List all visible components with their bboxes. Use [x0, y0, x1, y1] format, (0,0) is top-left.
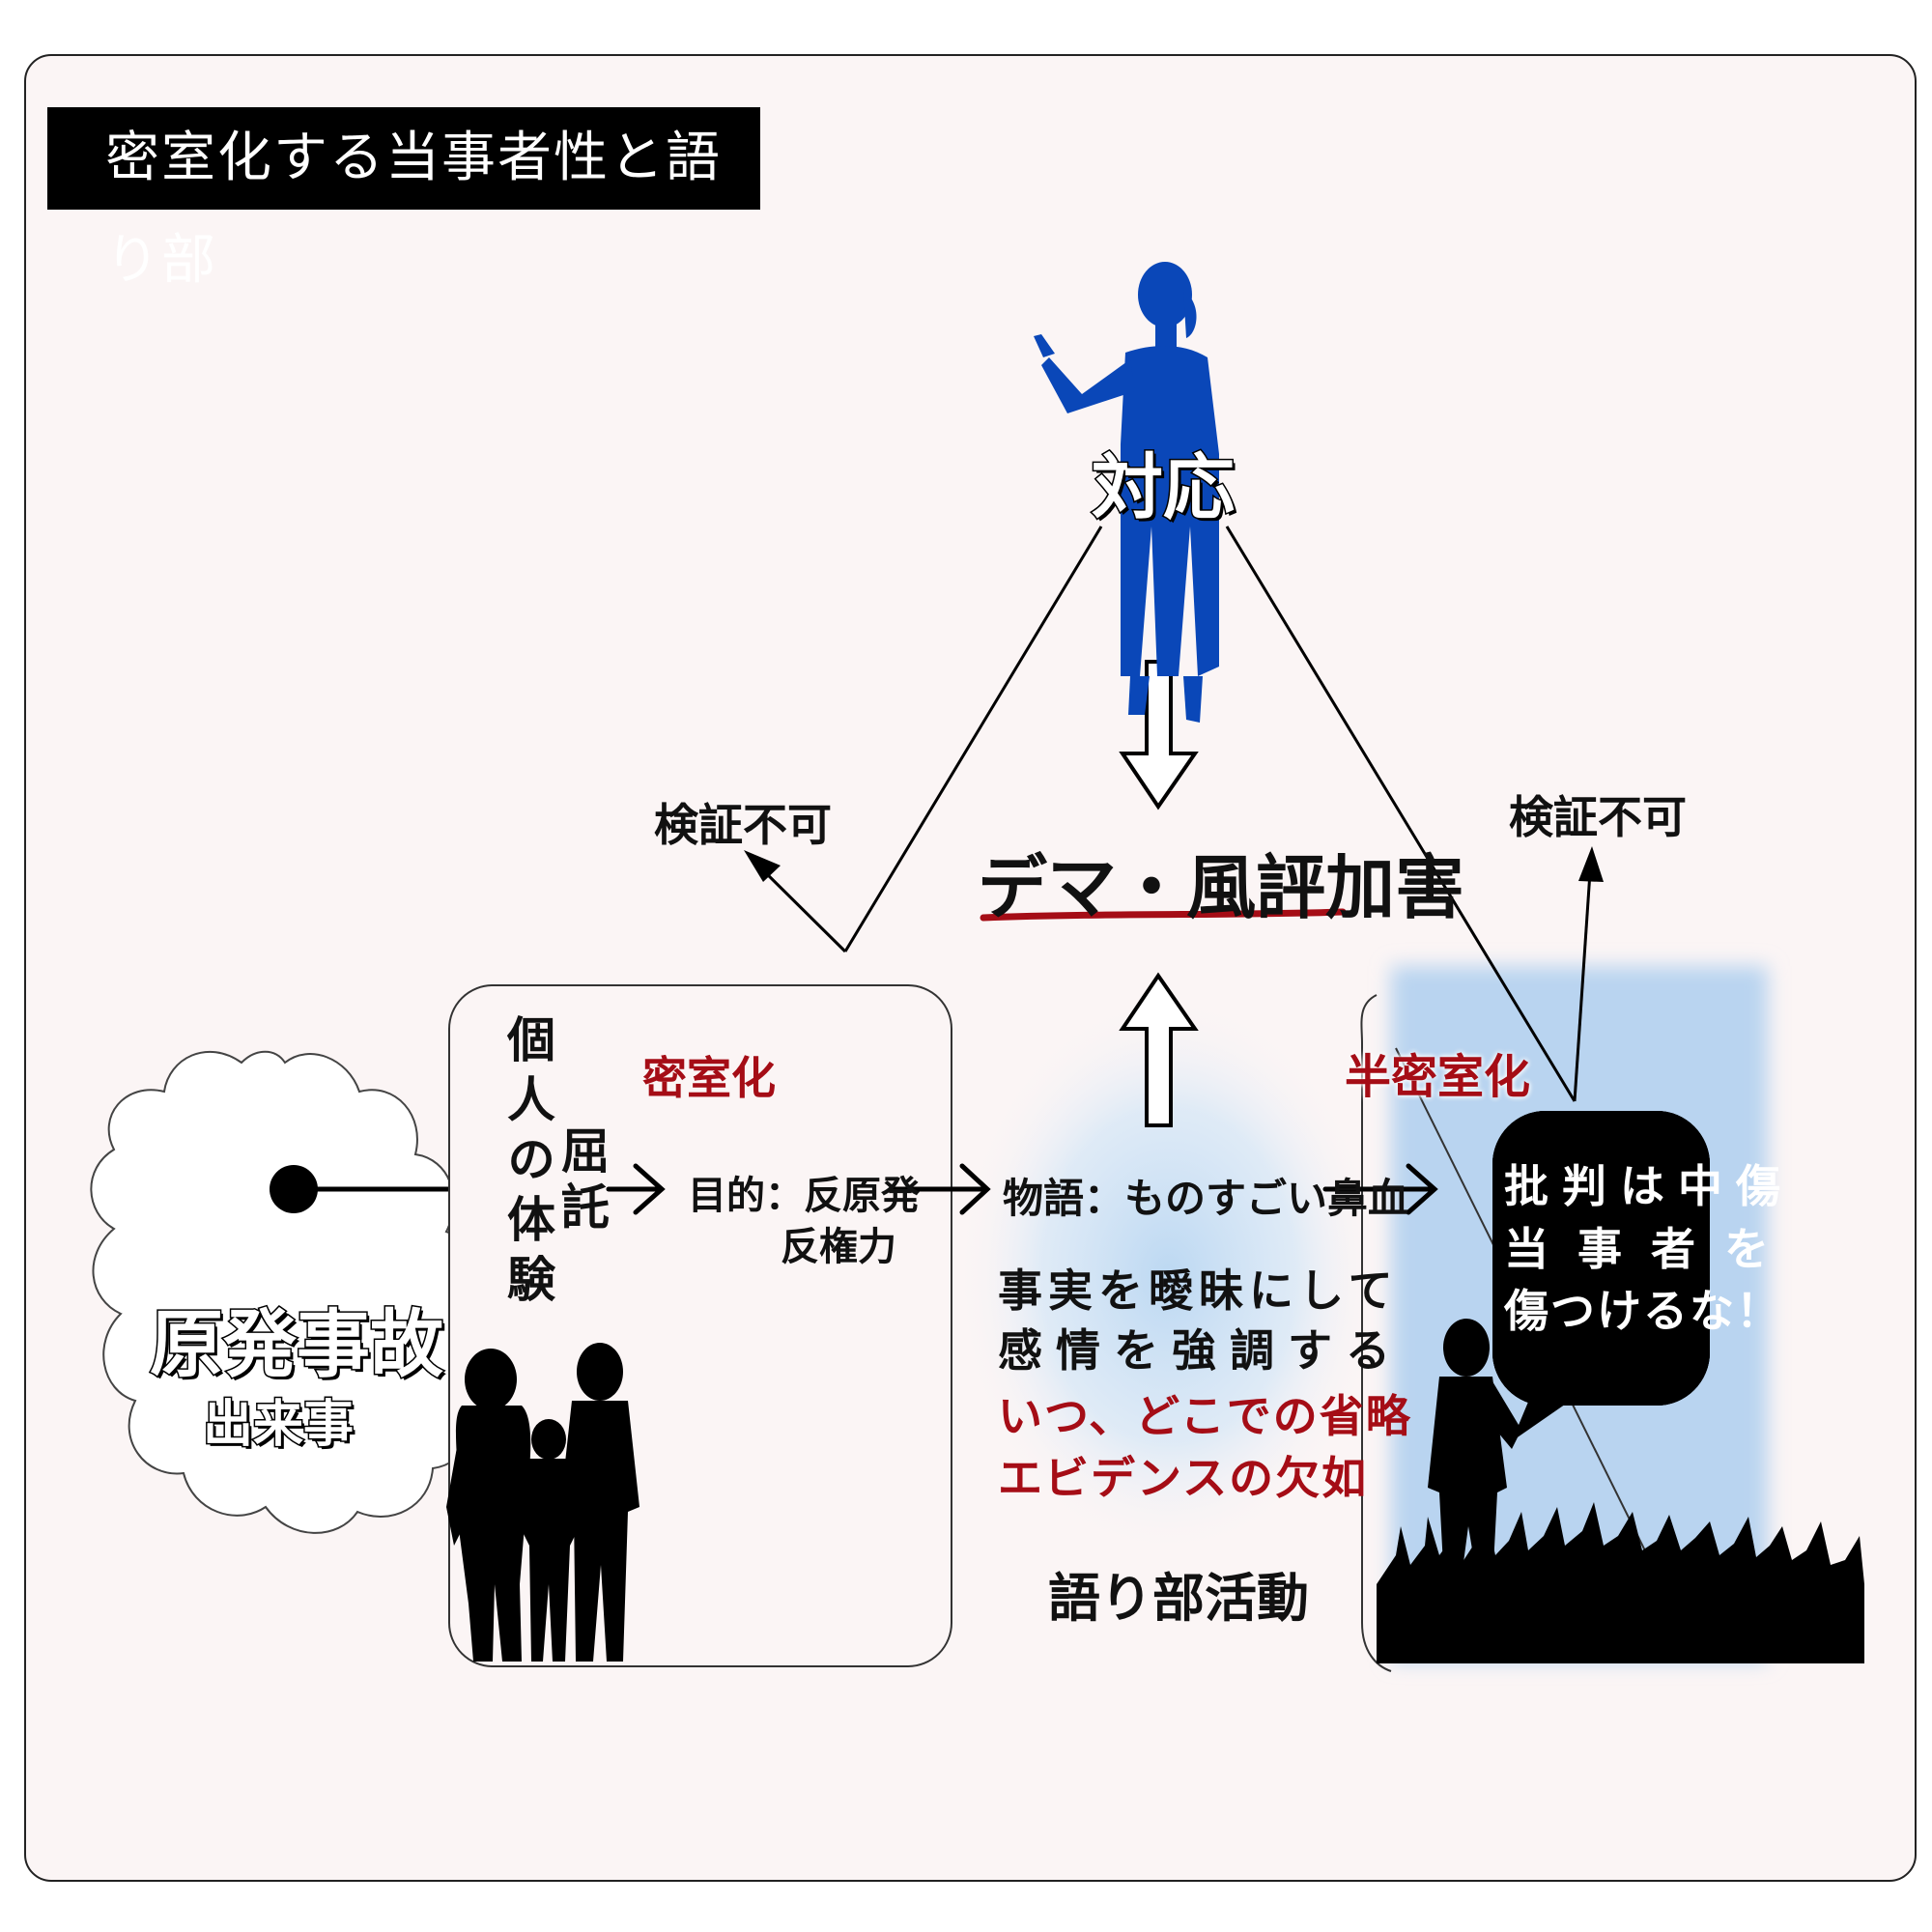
speech-text-line1: 批判は中傷: [1504, 1160, 1794, 1212]
speech-bubble-body: [1492, 1111, 1710, 1406]
speech-text-line2: 当事者を: [1504, 1223, 1798, 1275]
activity-label: 語り部活動: [1048, 1568, 1309, 1629]
response-label: 対応: [1091, 445, 1236, 531]
harm-label: デマ・風評加害: [978, 847, 1465, 928]
story-label: 物語：ものすごい鼻血: [1003, 1175, 1409, 1222]
speaker-figure: [1034, 262, 1219, 723]
desc-line1: 事実を曖昧にして: [998, 1264, 1399, 1317]
crowd-silhouette: [1377, 1502, 1864, 1663]
hollow-arrow-up: [1119, 972, 1199, 1127]
entrust-label: 屈託: [554, 1125, 610, 1237]
unverifiable-left-label: 検証不可: [654, 799, 832, 851]
desc-line3: いつ、どこでの省略: [998, 1390, 1412, 1442]
hollow-arrow-down: [1119, 660, 1199, 810]
family-silhouette: [446, 1343, 639, 1662]
personal-experience-label: 個人の体験: [499, 1014, 555, 1314]
semi-sealed-box: [1360, 994, 1392, 1672]
story-glow: [956, 995, 1381, 1555]
desc-line2: 感情を強調する: [998, 1324, 1404, 1377]
unverifiable-right-label: 検証不可: [1509, 791, 1687, 843]
speech-text-line3: 傷つけるな！: [1504, 1285, 1782, 1337]
flow-arrow-2: [891, 1163, 991, 1215]
flow-arrow-3: [1322, 1163, 1438, 1215]
accident-sub-label: 出来事: [201, 1395, 355, 1456]
flow-arrow-1: [606, 1163, 666, 1215]
purpose-line1: 目的：反原発: [688, 1174, 920, 1218]
diagram-title: 密室化する当事者性と語り部: [47, 107, 760, 292]
unverifiable-left-arrowhead: [744, 850, 781, 882]
sealed-label: 密室化: [642, 1052, 776, 1104]
harm-underline: [980, 908, 1347, 922]
purpose-line2: 反権力: [781, 1225, 896, 1269]
unverifiable-right-arrowhead: [1578, 846, 1604, 882]
desc-line4: エビデンスの欠如: [998, 1452, 1369, 1504]
accident-main-label: 原発事故: [149, 1300, 445, 1389]
accident-cloud: [90, 1050, 489, 1534]
semi-sealed-label: 半密室化: [1345, 1050, 1531, 1104]
